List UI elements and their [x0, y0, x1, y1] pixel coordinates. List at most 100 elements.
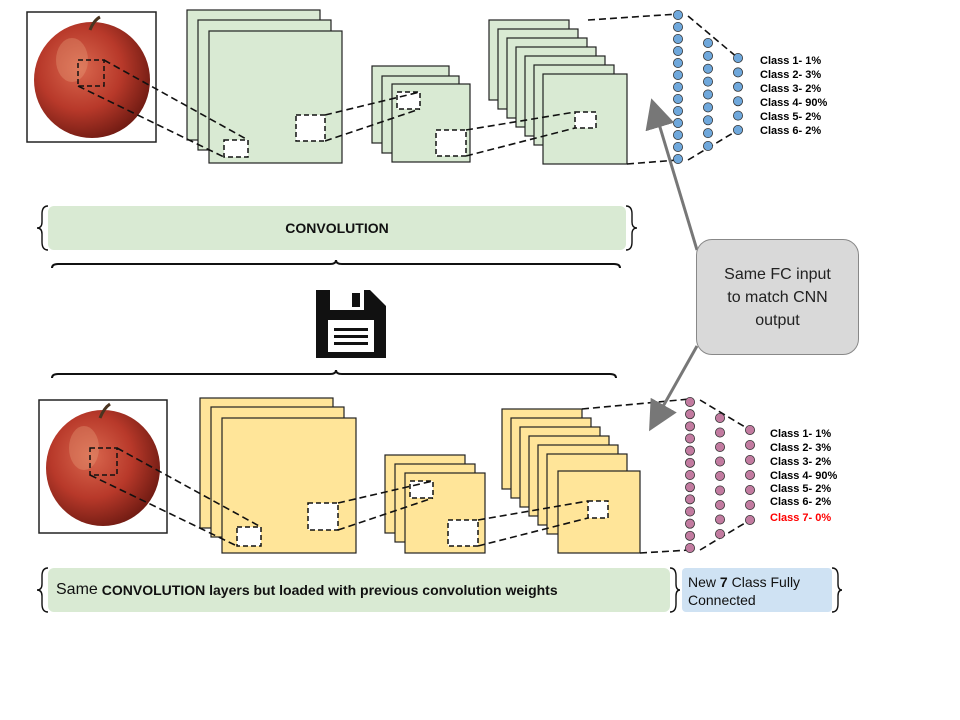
- fc-node: [715, 485, 726, 496]
- new-fc-box: New 7 Class Fully Connected: [682, 568, 832, 612]
- fc-node: [673, 141, 684, 152]
- output-node: [745, 499, 756, 510]
- fc-node: [703, 38, 714, 49]
- arrow-to-bottom-fc: [649, 345, 699, 432]
- fc-node: [685, 494, 696, 505]
- top-class-6: Class 6- 2%: [760, 125, 821, 137]
- fc-node: [673, 9, 684, 20]
- output-node: [745, 484, 756, 495]
- bottom-input-image: [38, 399, 168, 534]
- output-node: [745, 454, 756, 465]
- floppy-disk-icon: [316, 290, 386, 358]
- output-node: [745, 515, 756, 526]
- fc-node: [673, 82, 684, 93]
- fc-node: [685, 482, 696, 493]
- fc-node: [673, 34, 684, 45]
- fc-node: [673, 46, 684, 57]
- callout-line-1: Same FC input: [724, 265, 831, 283]
- arrow-to-top-fc: [645, 98, 699, 251]
- fc-node: [715, 529, 726, 540]
- fc-line-1: New 7 Class Fully: [688, 573, 826, 591]
- convolution-banner: CONVOLUTION: [48, 206, 626, 250]
- apple-image: [34, 15, 150, 138]
- bottom-class-3: Class 3- 2%: [770, 456, 831, 468]
- top-class-5: Class 5- 2%: [760, 111, 821, 123]
- bottom-class-5: Class 5- 2%: [770, 483, 831, 495]
- fc-node: [673, 94, 684, 105]
- convolution-label: CONVOLUTION: [285, 220, 389, 236]
- fc-node: [715, 412, 726, 423]
- fc-node: [685, 409, 696, 420]
- left-brace-bottom: [36, 567, 49, 613]
- same-prefix: Same: [56, 581, 98, 598]
- middle-brace-bottom: [669, 567, 681, 613]
- fc-node: [685, 518, 696, 529]
- fc-node: [715, 427, 726, 438]
- top-class-2: Class 2- 3%: [760, 69, 821, 81]
- fc-node: [673, 58, 684, 69]
- callout-line-2: to match CNN: [727, 288, 828, 306]
- curly-brace-lower: [51, 369, 617, 379]
- fc-node: [715, 470, 726, 481]
- bottom-class-labels: Class 1- 1% Class 2- 3% Class 3- 2% Clas…: [770, 428, 837, 524]
- fc-node: [715, 441, 726, 452]
- same-convolution-bold: CONVOLUTION layers but loaded with previ…: [101, 582, 558, 598]
- fc-node: [673, 70, 684, 81]
- fc-node: [703, 140, 714, 151]
- fc-node: [685, 445, 696, 456]
- curly-brace: [51, 259, 621, 269]
- fc-node: [715, 456, 726, 467]
- fc-node: [703, 63, 714, 74]
- output-node: [733, 110, 744, 121]
- fc-count: 7: [719, 574, 728, 590]
- top-class-3: Class 3- 2%: [760, 83, 821, 95]
- fc-node: [685, 396, 696, 407]
- fc-node: [685, 469, 696, 480]
- top-input-image: [26, 11, 157, 143]
- fc-node: [685, 421, 696, 432]
- bottom-class-4: Class 4- 90%: [770, 470, 837, 482]
- output-node: [733, 53, 744, 64]
- output-node: [745, 469, 756, 480]
- bottom-class-7-new: Class 7- 0%: [770, 512, 831, 524]
- bottom-class-2: Class 2- 3%: [770, 442, 831, 454]
- fc-node: [685, 457, 696, 468]
- fc-node: [673, 21, 684, 32]
- fc-node: [673, 129, 684, 140]
- right-brace-top: [625, 205, 638, 251]
- top-fc-nodes: [673, 9, 744, 164]
- top-class-labels: Class 1- 1% Class 2- 3% Class 3- 2% Clas…: [760, 55, 827, 137]
- top-class-4: Class 4- 90%: [760, 97, 827, 109]
- fc-node: [703, 89, 714, 100]
- fc-node: [673, 118, 684, 129]
- fc-node: [703, 115, 714, 126]
- fc-node: [685, 506, 696, 517]
- fc-line-2: Connected: [688, 592, 756, 608]
- fc-node: [703, 50, 714, 61]
- fc-node: [685, 433, 696, 444]
- output-node: [733, 81, 744, 92]
- top-class-1: Class 1- 1%: [760, 55, 821, 67]
- fc-node: [715, 499, 726, 510]
- left-brace-top: [36, 205, 49, 251]
- fc-node: [703, 76, 714, 87]
- fc-node: [703, 128, 714, 139]
- same-convolution-banner: Same CONVOLUTION layers but loaded with …: [48, 568, 670, 612]
- fc-node: [673, 106, 684, 117]
- bottom-fc-nodes: [685, 396, 756, 554]
- fc-node: [673, 153, 684, 164]
- output-node: [745, 424, 756, 435]
- fc-node: [715, 514, 726, 525]
- fc-input-callout: Same FC input to match CNN output: [696, 239, 859, 355]
- callout-line-3: output: [755, 311, 800, 329]
- bottom-class-1: Class 1- 1%: [770, 428, 831, 440]
- fc-node: [685, 530, 696, 541]
- fc-node: [685, 543, 696, 554]
- apple-image: [46, 402, 160, 526]
- fc-prefix: New: [688, 574, 717, 590]
- fc-node: [703, 102, 714, 113]
- top-dashed-connectors: [77, 13, 739, 165]
- bottom-conv-block-3: [501, 408, 641, 554]
- output-node: [733, 67, 744, 78]
